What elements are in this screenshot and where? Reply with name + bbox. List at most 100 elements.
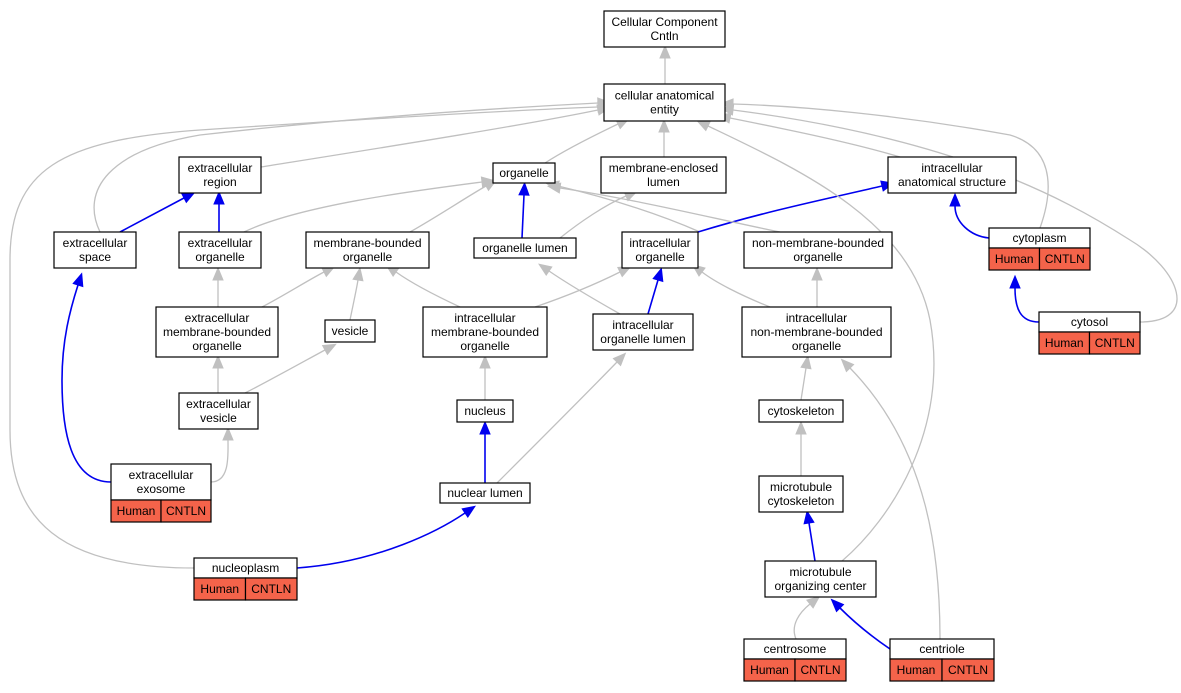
node-box	[178, 156, 262, 194]
annotation-label: CNTLN	[800, 663, 840, 677]
arrowhead	[806, 595, 821, 609]
node-label: Cellular Component	[611, 15, 718, 29]
node-box	[473, 237, 577, 259]
node-nuc[interactable]: nucleus	[456, 399, 514, 423]
edge-orl-mel	[559, 190, 639, 239]
node-label: space	[79, 250, 111, 264]
node-box	[600, 156, 727, 194]
arrowhead	[546, 182, 562, 194]
species-badge: Human	[988, 247, 1041, 271]
node-ves[interactable]: vesicle	[324, 319, 376, 343]
edge-nmbo-org	[546, 182, 781, 233]
arrowhead	[72, 272, 84, 288]
node-box	[603, 10, 726, 48]
arrowhead	[212, 354, 224, 369]
node-box	[621, 231, 699, 269]
node-label: intracellular	[921, 161, 982, 175]
node-label: nuclear lumen	[447, 486, 522, 500]
node-box	[758, 475, 844, 513]
node-label: Cntln	[650, 29, 678, 43]
node-box	[439, 482, 531, 504]
edge-inmbo-ico	[691, 263, 771, 308]
annotation-label: CNTLN	[1045, 252, 1085, 266]
node-label: organelle	[343, 250, 393, 264]
arrowhead	[479, 420, 491, 435]
node-label: vesicle	[200, 411, 237, 425]
node-box	[324, 319, 376, 343]
species-badge: Human	[110, 499, 162, 523]
node-box	[155, 306, 279, 358]
arrowhead	[659, 44, 671, 59]
node-label: organelle lumen	[600, 332, 685, 346]
arrowhead	[840, 358, 855, 373]
edge-nuc-imbo	[479, 354, 491, 400]
arrowhead	[949, 192, 961, 207]
node-label: exosome	[137, 482, 186, 496]
edge-mel-cae	[658, 118, 670, 157]
species-badge: Human	[743, 658, 796, 682]
node-box	[456, 399, 514, 423]
node-label: anatomical structure	[898, 175, 1006, 189]
node-label: vesicle	[332, 324, 369, 338]
gene-badge: CNTLN	[794, 658, 847, 682]
annotation-label: Human	[1045, 336, 1084, 350]
edge-ecv-emb	[212, 354, 224, 393]
node-orl[interactable]: organelle lumen	[473, 237, 577, 259]
node-label: organelle	[460, 339, 510, 353]
annotation-label: Human	[200, 582, 239, 596]
edge-cen-mtoc	[793, 595, 821, 640]
edge-iol-orl	[538, 263, 621, 315]
edge-imbo-ico	[534, 266, 632, 308]
arrowhead	[538, 263, 553, 277]
node-csk[interactable]: cytoskeleton	[758, 399, 844, 423]
node-inmbo[interactable]: intracellularnon-membrane-boundedorganel…	[741, 306, 892, 358]
edge-org-cae	[544, 118, 630, 164]
edge-ico-ias	[697, 180, 895, 233]
node-label: extracellular	[188, 236, 253, 250]
edge-iol-ico	[647, 267, 664, 315]
node-box	[53, 231, 137, 269]
arrowhead	[795, 420, 807, 435]
node-label: organelle	[792, 339, 842, 353]
node-org[interactable]: organelle	[492, 162, 556, 184]
node-nul[interactable]: nuclear lumen	[439, 482, 531, 504]
arrowhead	[321, 343, 337, 356]
arrowhead	[213, 190, 225, 205]
node-label: organelle	[793, 250, 843, 264]
annotation-label: CNTLN	[1095, 336, 1135, 350]
node-label: cytosol	[1071, 315, 1108, 329]
node-label: organelle	[635, 250, 685, 264]
node-label: lumen	[647, 175, 680, 189]
node-label: extracellular	[186, 397, 251, 411]
arrowhead	[1009, 274, 1021, 289]
node-label: microtubule	[770, 480, 832, 494]
edge-mtc-csk	[795, 420, 807, 476]
node-box	[741, 306, 892, 358]
node-label: membrane-bounded	[313, 236, 421, 250]
annotation-label: Human	[117, 504, 156, 518]
node-label: intracellular	[454, 311, 515, 325]
